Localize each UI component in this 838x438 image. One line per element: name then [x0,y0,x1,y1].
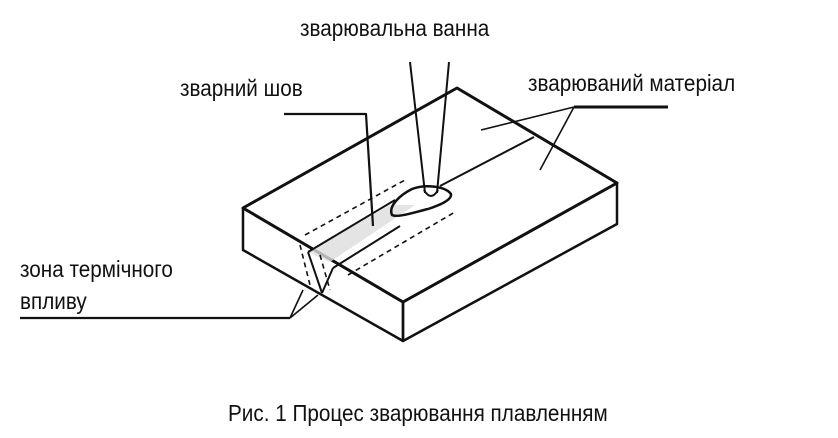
material-leader [539,106,575,171]
material-leader [480,106,575,131]
electrode-line [436,61,450,194]
label-weld-seam: зварний шов [180,75,303,101]
weld-seam-edge [307,199,396,253]
label-weld-pool: зварювальна ванна [300,15,490,41]
heat-affected-zone [299,179,456,291]
heat-zone-leader [289,289,304,319]
label-heat-zone-1: зона термічного [20,256,173,282]
weld-seam-edge [332,225,401,269]
figure-caption: Рис. 1 Процес зварювання плавленням [228,400,608,426]
weld-pool-shape [389,185,453,217]
weld-joint-line [439,136,535,187]
electrode-tip [423,189,439,197]
workpiece-right-face [401,181,619,343]
weld-seam-fill [308,205,415,262]
label-heat-zone-2: впливу [20,288,87,314]
seam-cross-section [321,267,334,294]
electrode-line [409,61,426,194]
heat-zone-leader [289,294,319,319]
seam-cross-section [307,251,323,294]
label-base-material: зварюваний матеріал [528,70,736,96]
weld-seam-leader [284,112,375,227]
